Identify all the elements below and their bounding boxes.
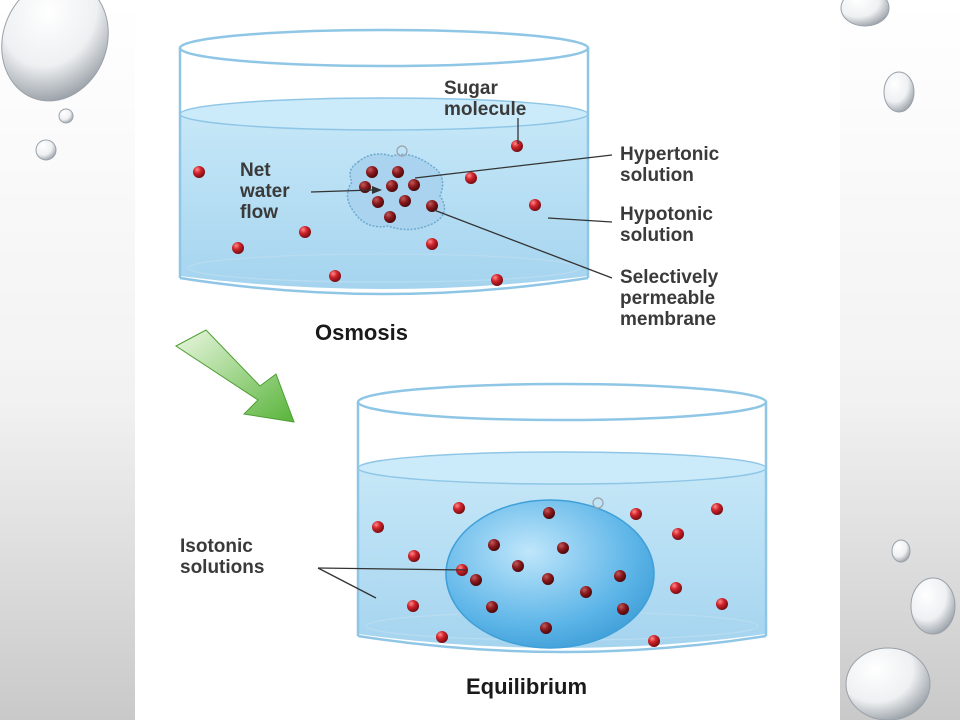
sugar-molecule-icon	[408, 550, 420, 562]
sugar-molecule-icon	[384, 211, 396, 223]
droplet-icon	[910, 577, 956, 635]
sugar-molecule-icon	[617, 603, 629, 615]
sugar-molecule-icon	[716, 598, 728, 610]
water-flow-arrowhead-icon	[372, 186, 382, 194]
sugar-molecule-icon	[557, 542, 569, 554]
equilibrium-title: Equilibrium	[466, 674, 587, 699]
sugar-molecule-icon	[470, 574, 482, 586]
sugar-molecule-icon	[299, 226, 311, 238]
sugar-molecule-icon	[453, 502, 465, 514]
sugar-molecule-label: Sugar molecule	[444, 78, 526, 120]
sugar-molecule-icon	[542, 573, 554, 585]
droplet-icon	[891, 539, 911, 563]
droplet-icon	[1, 0, 109, 102]
sugar-molecule-icon	[436, 631, 448, 643]
sugar-molecule-icon	[465, 172, 477, 184]
net-water-flow-label: Net water flow	[239, 160, 295, 223]
droplet-icon	[35, 139, 57, 161]
droplet-icon	[845, 647, 931, 720]
membrane-label: Selectively permeable membrane	[620, 267, 724, 330]
equilibrium-beaker	[356, 382, 768, 654]
sugar-molecule-icon	[540, 622, 552, 634]
sugar-molecule-icon	[232, 242, 244, 254]
sugar-molecule-icon	[491, 274, 503, 286]
droplet-icon	[58, 108, 74, 124]
sugar-molecule-icon	[672, 528, 684, 540]
sugar-molecule-icon	[630, 508, 642, 520]
sugar-molecule-icon	[392, 166, 404, 178]
sugar-molecule-icon	[386, 180, 398, 192]
hypertonic-label: Hypertonic solution	[620, 144, 725, 186]
sugar-molecule-icon	[372, 196, 384, 208]
sugar-molecule-icon	[408, 179, 420, 191]
sugar-molecule-icon	[512, 560, 524, 572]
sugar-molecule-icon	[543, 507, 555, 519]
isotonic-label: Isotonic solutions	[180, 536, 264, 578]
sugar-molecule-icon	[529, 199, 541, 211]
droplet-icon	[883, 71, 915, 113]
sugar-molecule-icon	[711, 503, 723, 515]
sugar-molecule-icon	[193, 166, 205, 178]
sugar-molecule-icon	[648, 635, 660, 647]
droplet-icon	[840, 0, 890, 27]
sugar-molecule-icon	[580, 586, 592, 598]
sugar-molecule-icon	[407, 600, 419, 612]
sugar-molecule-icon	[366, 166, 378, 178]
sugar-molecule-icon	[329, 270, 341, 282]
sugar-molecule-icon	[488, 539, 500, 551]
hypotonic-label: Hypotonic solution	[620, 204, 718, 246]
sugar-molecule-icon	[372, 521, 384, 533]
leader-lines	[310, 118, 613, 599]
sugar-molecule-icon	[486, 601, 498, 613]
sugar-molecule-icon	[670, 582, 682, 594]
osmosis-title: Osmosis	[315, 320, 408, 345]
sugar-molecule-icon	[426, 238, 438, 250]
transition-arrow-icon	[175, 329, 295, 423]
sugar-molecule-icon	[614, 570, 626, 582]
sugar-molecule-icon	[511, 140, 523, 152]
sugar-molecule-icon	[359, 181, 371, 193]
sugar-molecule-icon	[399, 195, 411, 207]
sugar-molecule-icon	[426, 200, 438, 212]
